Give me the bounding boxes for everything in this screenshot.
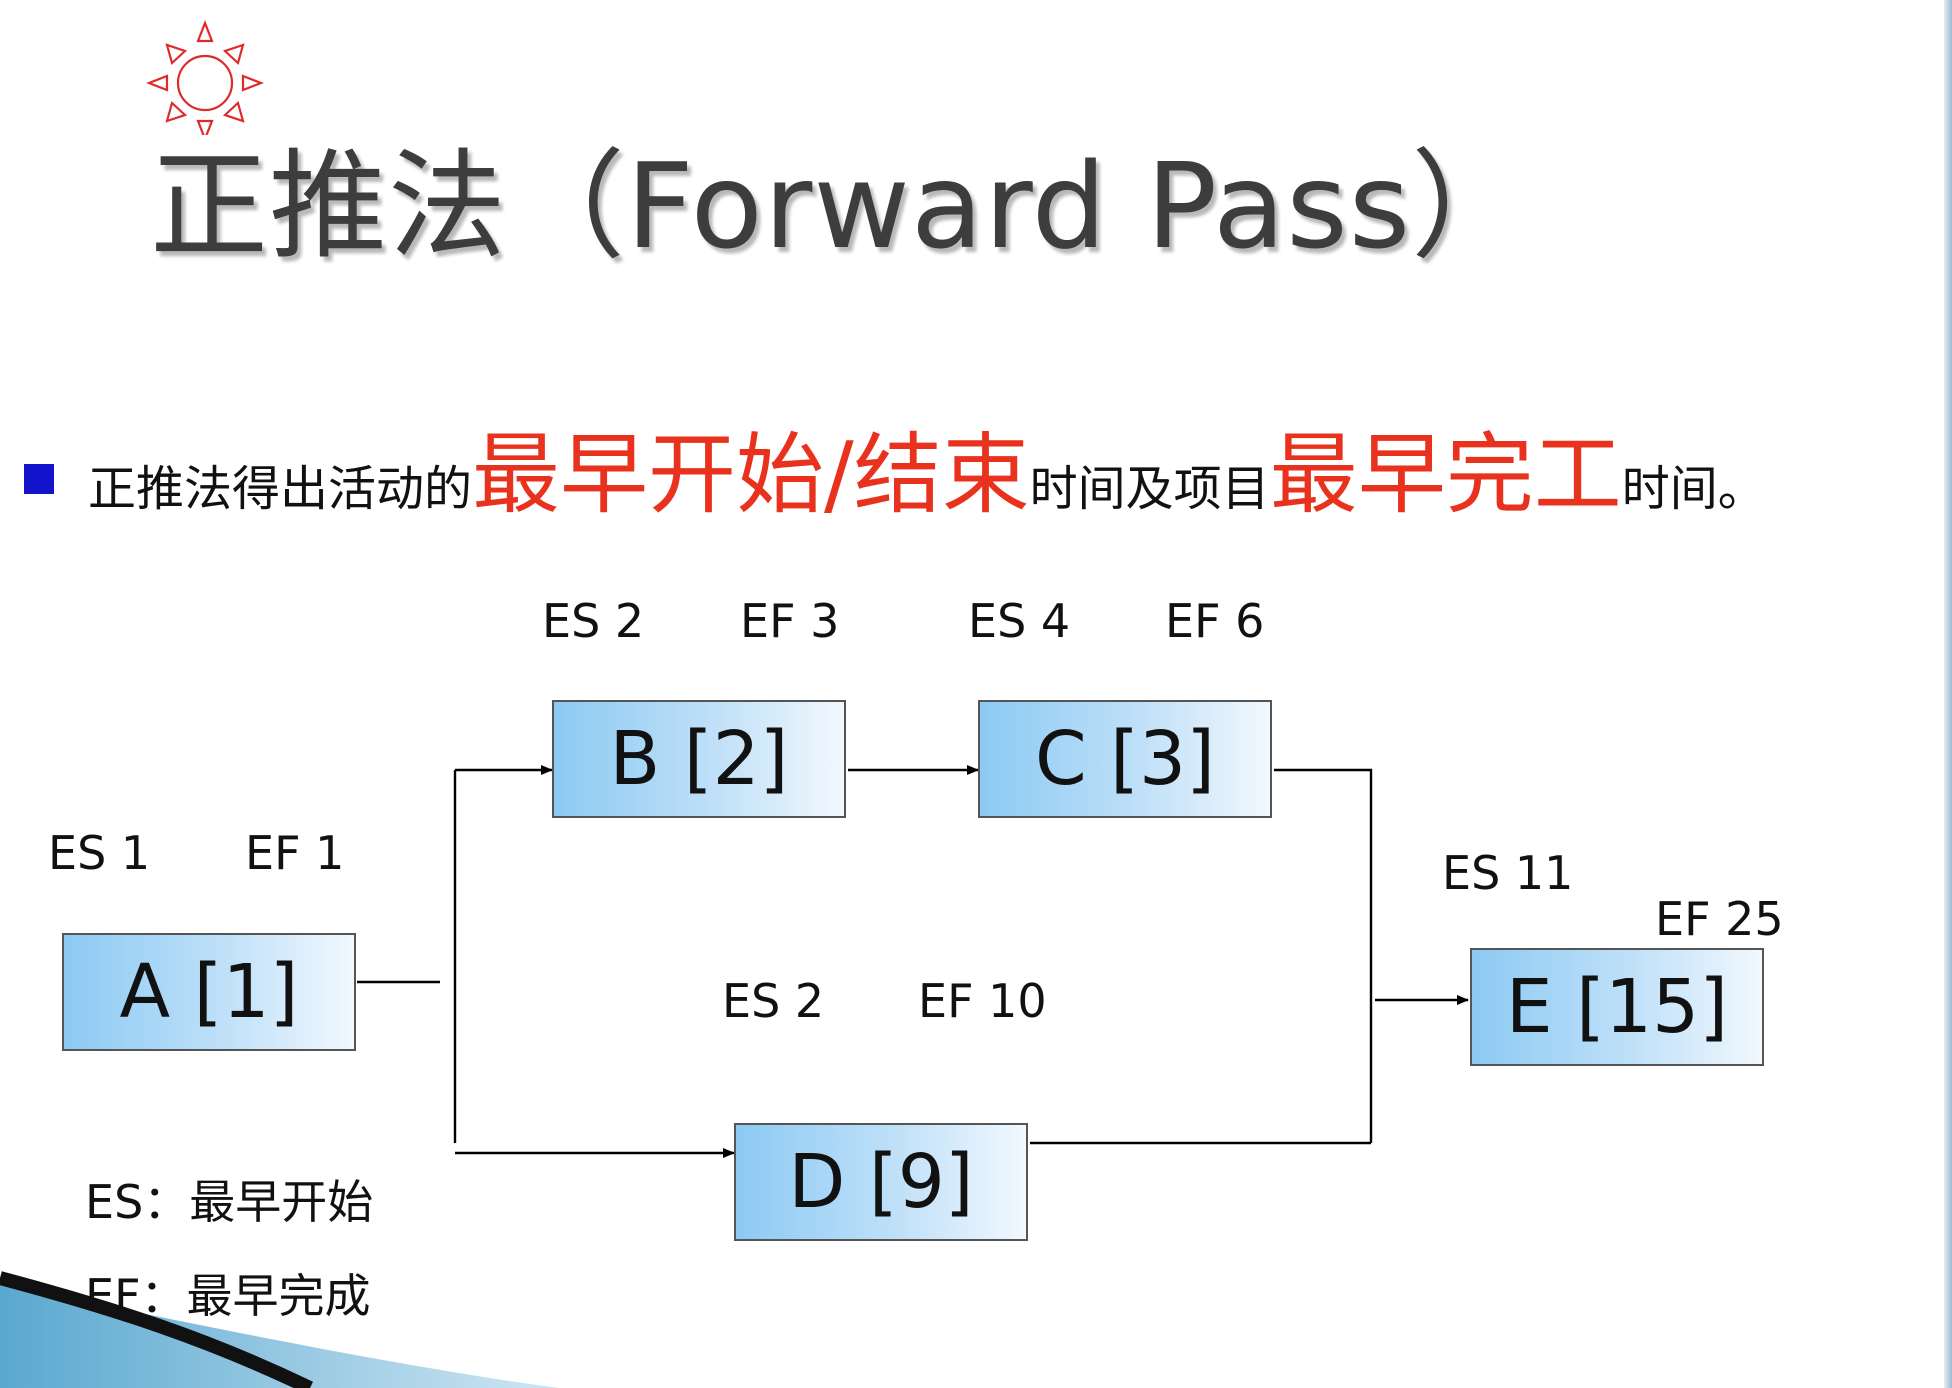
- node-e-ef-label: EF 25: [1655, 892, 1784, 946]
- node-c: C [3]: [978, 700, 1272, 818]
- node-b-ef-label: EF 3: [740, 594, 840, 648]
- bullet-square-icon: [24, 464, 54, 494]
- node-a-es-label: ES 1: [48, 826, 151, 880]
- bullet-text: 正推法得出活动的最早开始/结束时间及项目最早完工时间。: [88, 404, 1766, 531]
- decorative-swoosh: [0, 1271, 560, 1388]
- bullet-part-2: 时间及项目: [1029, 461, 1270, 517]
- bullet-part-1: 正推法得出活动的: [88, 461, 473, 517]
- bullet-highlight-2: 最早完工: [1269, 423, 1622, 526]
- node-b: B [2]: [552, 700, 846, 818]
- node-b-es-label: ES 2: [542, 594, 645, 648]
- right-edge-stripe: [1944, 0, 1952, 1388]
- node-d-es-label: ES 2: [722, 974, 825, 1028]
- bullet-part-3: 时间。: [1621, 461, 1766, 517]
- slide-title: 正推法（Forward Pass）: [150, 137, 1531, 275]
- node-a: A [1]: [62, 933, 356, 1051]
- node-d-ef-label: EF 10: [918, 974, 1047, 1028]
- bullet-highlight-1: 最早开始/结束: [472, 423, 1030, 526]
- node-e: E [15]: [1470, 948, 1764, 1066]
- legend-es: ES：最早开始: [85, 1175, 374, 1229]
- node-c-ef-label: EF 6: [1165, 594, 1265, 648]
- node-a-ef-label: EF 1: [245, 826, 345, 880]
- node-e-es-label: ES 11: [1442, 846, 1574, 900]
- edge-c-e: [1274, 768, 1373, 1143]
- sun-icon: [145, 19, 265, 135]
- node-c-es-label: ES 4: [968, 594, 1071, 648]
- node-d: D [9]: [734, 1123, 1028, 1241]
